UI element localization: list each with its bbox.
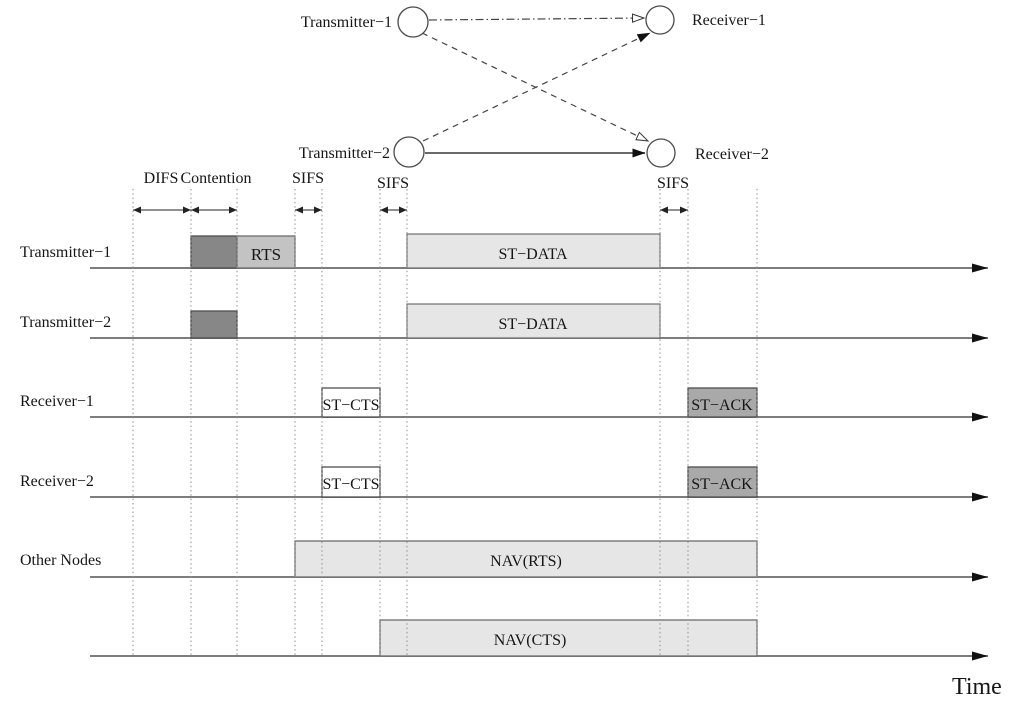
- st-ack-r2-label: ST−ACK: [691, 476, 753, 493]
- row-label-transmitter-1: Transmitter−1: [20, 244, 111, 261]
- topology-transmitter-1-label: Transmitter−1: [301, 14, 392, 31]
- link-t1-r1-dashdot: [428, 13, 646, 23]
- contention-label: Contention: [180, 170, 251, 187]
- receiver-2-node: [646, 138, 676, 168]
- link-t1-r2-dashed: [421, 32, 650, 142]
- st-data-box-t1: [406, 233, 661, 269]
- difs-label: DIFS: [144, 170, 179, 187]
- topology-receiver-2-label: Receiver−2: [695, 146, 769, 163]
- row-label-receiver-1: Receiver−1: [20, 393, 94, 410]
- sifs-label-2: SIFS: [377, 175, 409, 192]
- topology-graph: [393, 5, 676, 168]
- text-labels: Transmitter−1 Receiver−1 Transmitter−2 R…: [20, 12, 1002, 700]
- row-label-other-nodes: Other Nodes: [20, 552, 101, 569]
- st-ack-r1-label: ST−ACK: [691, 397, 753, 414]
- rts-box: [236, 235, 296, 269]
- timeline-boxes: [190, 233, 758, 657]
- st-cts-box-r1: [321, 387, 381, 418]
- sifs-label-1: SIFS: [292, 170, 324, 187]
- link-t2-r1-dashed: [422, 32, 651, 142]
- nav-cts-box: [379, 619, 758, 657]
- dotted-gridlines: [132, 189, 758, 657]
- nav-cts-label: NAV(CTS): [494, 632, 567, 649]
- sifs-label-3: SIFS: [657, 175, 689, 192]
- st-cts-r1-label: ST−CTS: [322, 397, 379, 414]
- contention-busy-box-t2: [190, 310, 238, 339]
- nav-rts-label: NAV(RTS): [490, 553, 562, 570]
- st-ack-box-r1: [687, 387, 758, 418]
- nav-rts-box: [294, 540, 758, 578]
- row-label-receiver-2: Receiver−2: [20, 473, 94, 490]
- row-label-transmitter-2: Transmitter−2: [20, 314, 111, 331]
- topology-receiver-1-label: Receiver−1: [692, 12, 766, 29]
- st-data-t1-label: ST−DATA: [498, 246, 568, 263]
- st-ack-box-r2: [687, 466, 758, 498]
- transmitter-1-node: [397, 6, 429, 38]
- topology-transmitter-2-label: Transmitter−2: [299, 145, 390, 162]
- st-cts-r2-label: ST−CTS: [322, 476, 379, 493]
- contention-busy-box-t1: [190, 235, 238, 269]
- transmitter-2-node: [393, 136, 425, 168]
- receiver-1-node: [645, 5, 675, 35]
- time-axis-label: Time: [952, 674, 1002, 700]
- st-cts-box-r2: [321, 466, 381, 498]
- rts-box-label: RTS: [251, 245, 281, 264]
- st-data-t2-label: ST−DATA: [498, 316, 568, 333]
- st-data-box-t2: [406, 303, 661, 339]
